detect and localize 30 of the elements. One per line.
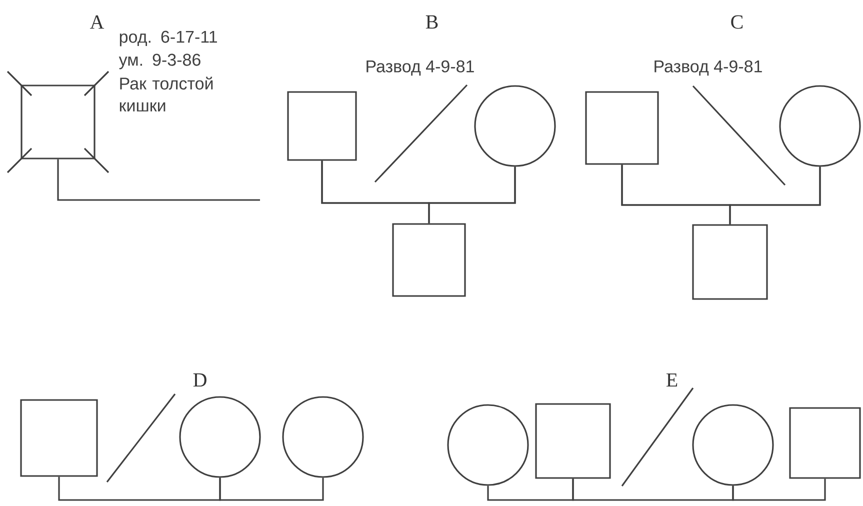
pedigree-line — [732, 478, 826, 501]
male-square — [535, 403, 611, 479]
panel-letter: C — [731, 15, 743, 29]
note-text: Рак толстой кишки — [120, 76, 213, 112]
male-square — [692, 224, 768, 300]
female-circle — [282, 396, 364, 478]
divorce-note: Развод 4-9-81 — [654, 60, 762, 76]
pedigree-line — [428, 166, 516, 224]
note-text: ум. 9-3-86 — [118, 54, 200, 70]
male-square — [585, 91, 659, 165]
female-circle — [447, 404, 529, 486]
panel-letter: E — [666, 373, 678, 387]
pedigree-line — [729, 166, 821, 224]
divorce-note: Развод 4-9-81 — [366, 60, 474, 76]
male-square — [789, 407, 861, 479]
male-square — [20, 399, 98, 477]
note-text: род. 6-17-11 — [120, 30, 217, 46]
panel-letter: B — [426, 15, 438, 29]
pedigree-line — [58, 476, 221, 501]
pedigree-line — [219, 478, 324, 501]
panel-letter: A — [90, 15, 104, 29]
pedigree-line — [57, 159, 260, 201]
male-square — [392, 223, 466, 297]
pedigree-line — [572, 478, 734, 501]
female-circle — [692, 404, 774, 486]
female-circle — [474, 85, 556, 167]
female-circle — [179, 396, 261, 478]
male-square — [20, 84, 96, 160]
female-circle — [779, 85, 861, 167]
male-square — [287, 91, 357, 161]
